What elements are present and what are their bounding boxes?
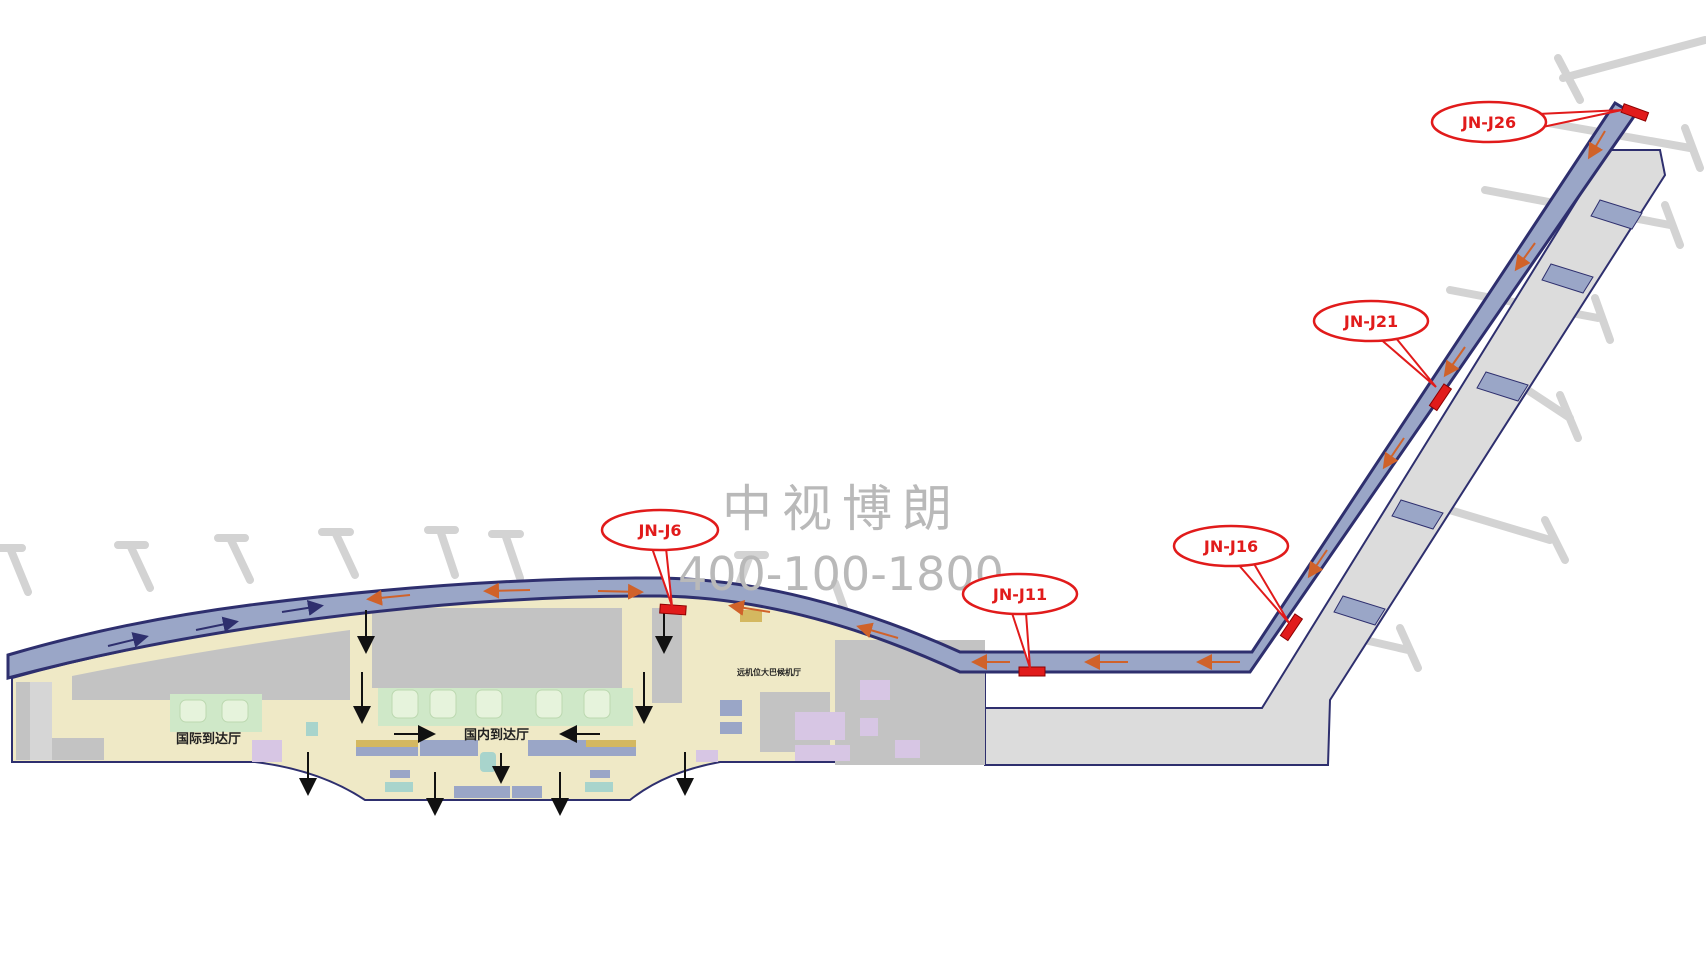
callout-jn-j11: JN-J11 xyxy=(961,572,1079,669)
label-jn-j16: JN-J16 xyxy=(1203,537,1258,556)
exit-arrows xyxy=(299,610,694,816)
callout-jn-j16: JN-J16 xyxy=(1172,524,1290,624)
label-jn-j21: JN-J21 xyxy=(1343,312,1398,331)
watermark-company: 中视博朗 xyxy=(722,480,962,538)
ad-markers xyxy=(659,103,1650,677)
label-jn-j26: JN-J26 xyxy=(1461,113,1516,132)
label-jn-j6: JN-J6 xyxy=(637,521,681,540)
international-arrival-hall-label: 国际到达厅 xyxy=(176,731,241,747)
pier-gate-blocks xyxy=(1333,199,1643,626)
label-jn-j11: JN-J11 xyxy=(992,585,1047,604)
remote-stand-lounge-label: 远机位大巴候机厅 xyxy=(737,667,801,677)
watermark-phone: 400-100-1800 xyxy=(678,547,1004,601)
corridor-flow-arrows xyxy=(107,130,1606,670)
building-zones xyxy=(16,608,985,798)
callout-jn-j21: JN-J21 xyxy=(1312,299,1437,388)
callout-jn-j26: JN-J26 xyxy=(1430,100,1623,144)
domestic-arrival-hall-label: 国内到达厅 xyxy=(464,727,529,743)
callout-jn-j6: JN-J6 xyxy=(600,508,720,607)
